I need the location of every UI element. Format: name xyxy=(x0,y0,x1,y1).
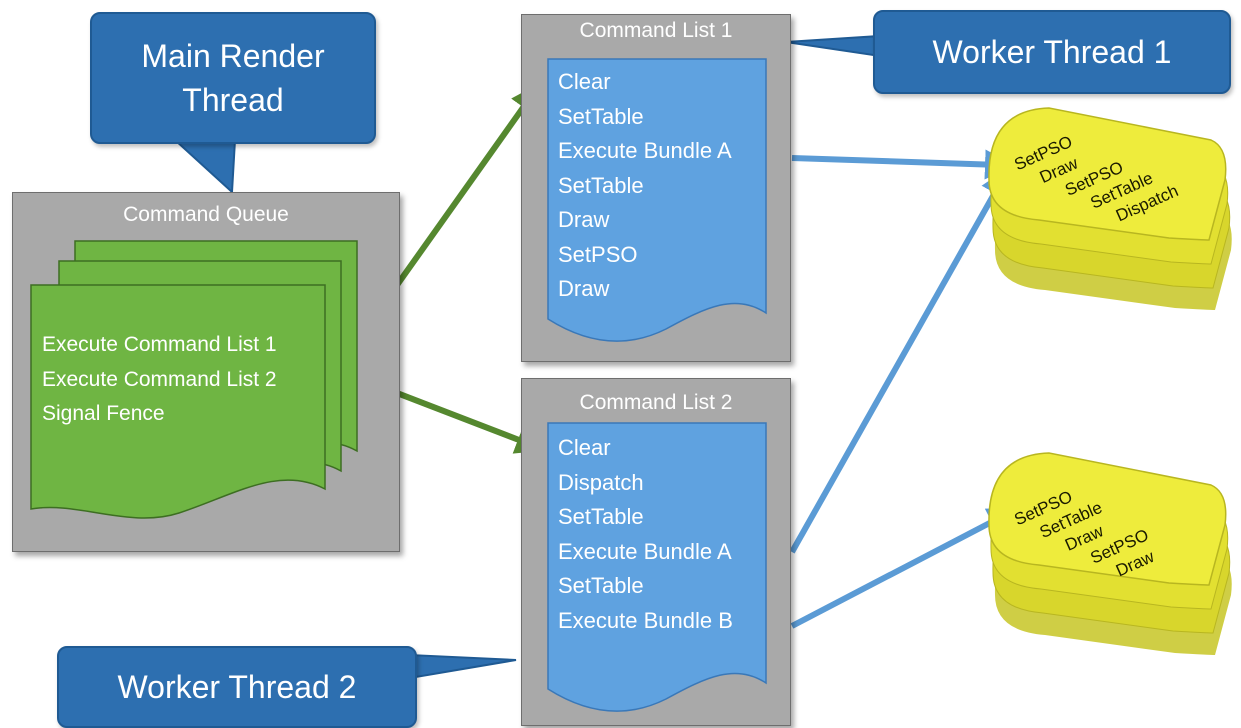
list-item: Execute Bundle A xyxy=(558,538,732,564)
worker-thread-1-label: Worker Thread 1 xyxy=(932,34,1172,70)
command-list-2-title: Command List 2 xyxy=(579,391,733,414)
list-item: SetTable xyxy=(558,172,644,198)
command-queue-panel: Command Queue Execute Command List 1 Exe… xyxy=(12,192,400,552)
bundle-b-shapes xyxy=(988,452,1232,655)
list-item: Execute Bundle A xyxy=(558,138,732,163)
command-list-1-panel: Command List 1 Clear SetTable Execute Bu… xyxy=(521,14,791,362)
list-item: SetTable xyxy=(558,573,644,598)
command-queue-items: Execute Command List 1 Execute Command L… xyxy=(42,328,277,432)
queue-item: Signal Fence xyxy=(42,402,165,425)
command-queue-doc-shapes xyxy=(30,240,358,519)
queue-item: Execute Command List 2 xyxy=(42,367,277,391)
command-list-1-doc: Clear SetTable Execute Bundle A SetTable… xyxy=(546,57,768,353)
worker-2-callout-tail xyxy=(409,653,517,680)
list-item: Draw xyxy=(558,207,610,232)
main-render-callout-tail xyxy=(172,139,237,195)
list-item: Clear xyxy=(558,435,611,460)
command-list-2-doc: Clear Dispatch SetTable Execute Bundle A… xyxy=(546,421,768,721)
command-list-2-panel: Command List 2 Clear Dispatch SetTable E… xyxy=(521,378,791,726)
command-queue-doc-stack: Execute Command List 1 Execute Command L… xyxy=(29,237,375,523)
list-item: SetPSO xyxy=(558,241,638,267)
worker-thread-1-callout: Worker Thread 1 xyxy=(873,10,1231,94)
worker-1-callout-tail xyxy=(785,34,881,58)
worker-thread-2-label: Worker Thread 2 xyxy=(117,669,357,705)
queue-item: Execute Command List 1 xyxy=(42,333,277,356)
command-queue-title: Command Queue xyxy=(123,203,289,226)
bundle-a-stack: SetPSO Draw SetPSO SetTable Dispatch xyxy=(985,100,1237,310)
list-item: Execute Bundle B xyxy=(558,607,733,633)
arrow-list1-to-bundle-a xyxy=(791,149,1015,180)
command-list-1-title: Command List 1 xyxy=(579,19,733,42)
main-render-thread-label: Main Render Thread xyxy=(141,38,325,118)
list-item: Draw xyxy=(558,276,610,301)
arrow-list2-to-bundle-a xyxy=(789,166,1010,554)
bundle-a-shapes xyxy=(988,107,1232,310)
bundle-b-stack: SetPSO SetTable Draw SetPSO Draw xyxy=(985,445,1237,660)
list-item: SetTable xyxy=(558,103,644,129)
main-render-thread-callout: Main Render Thread xyxy=(90,12,376,144)
worker-thread-2-callout: Worker Thread 2 xyxy=(57,646,417,728)
list-item: Clear xyxy=(558,69,611,94)
command-list-1-items: Clear SetTable Execute Bundle A SetTable… xyxy=(558,65,732,307)
list-item: SetTable xyxy=(558,504,644,529)
command-list-2-items: Clear Dispatch SetTable Execute Bundle A… xyxy=(558,431,733,638)
arrow-list2-to-bundle-b xyxy=(790,508,1019,629)
command-list-1-doc-shape xyxy=(547,58,767,342)
command-list-2-doc-shape xyxy=(547,422,767,712)
list-item: Dispatch xyxy=(558,469,644,495)
